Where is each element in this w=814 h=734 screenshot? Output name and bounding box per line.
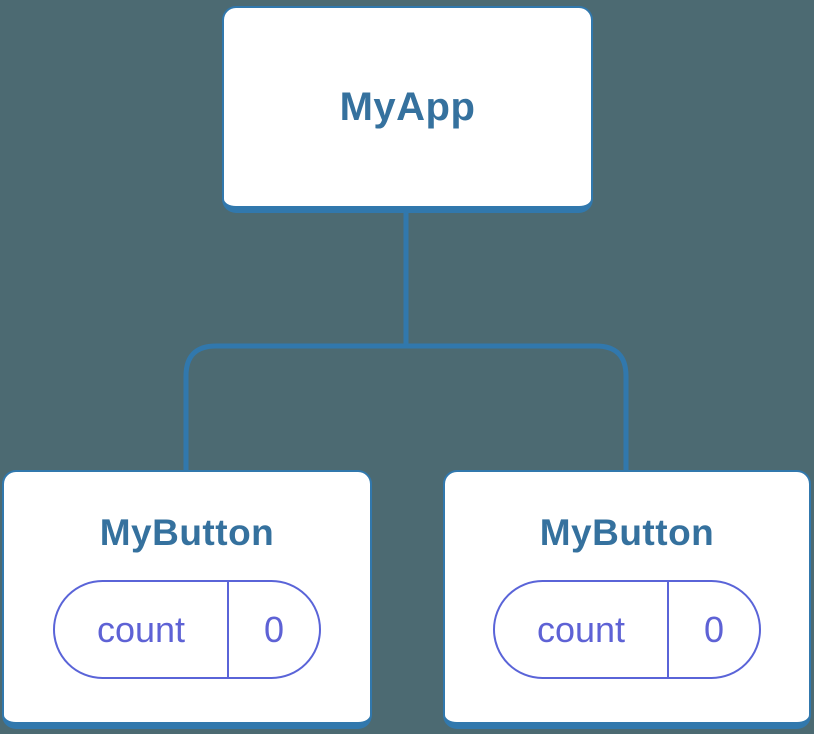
state-key-label: count	[536, 608, 626, 650]
tree-node-root: MyApp	[222, 6, 593, 213]
node-label: MyApp	[339, 84, 476, 129]
tree-node-child-right: MyButton count 0	[443, 470, 811, 729]
state-value: 0	[227, 582, 319, 677]
node-label: MyButton	[539, 512, 715, 553]
state-pill: count 0	[53, 580, 321, 679]
state-pill: count 0	[493, 580, 761, 679]
state-value: 0	[667, 582, 759, 677]
state-key-label: count	[96, 608, 186, 650]
node-label: MyButton	[99, 512, 275, 553]
connector-branch	[183, 343, 629, 474]
tree-node-child-left: MyButton count 0	[2, 470, 372, 729]
